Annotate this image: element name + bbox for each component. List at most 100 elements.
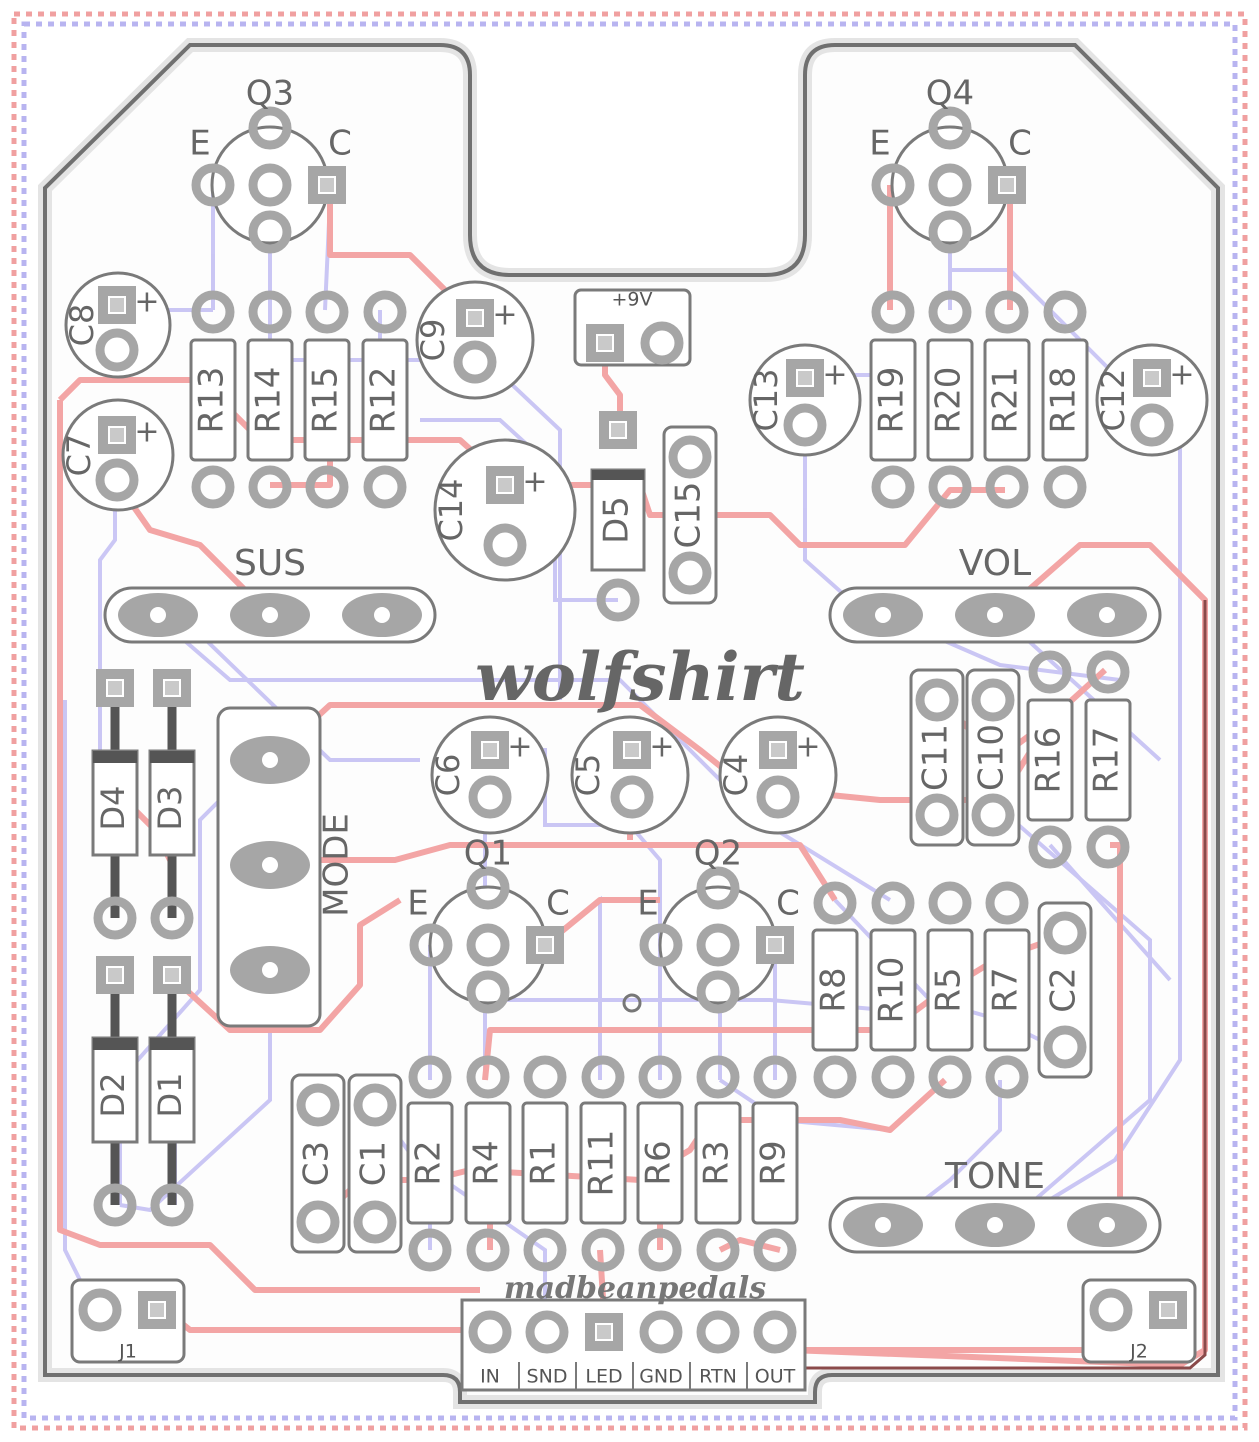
round-pad <box>985 881 1029 925</box>
polarity-mark: + <box>1169 358 1194 393</box>
round-pad <box>248 210 292 254</box>
collector-label: C <box>776 884 800 924</box>
resistor-body-r21 <box>983 338 1031 462</box>
capacitor-label-c12: C12 <box>1094 368 1132 431</box>
io-label-led: LED <box>585 1366 622 1388</box>
polarity-mark: + <box>134 415 159 450</box>
pad-hole-inner <box>538 938 552 952</box>
emitter-label: E <box>637 884 658 924</box>
resistor-body-r13 <box>189 338 237 462</box>
io-label-out: OUT <box>755 1366 796 1388</box>
pot-hole <box>374 607 390 623</box>
collector-label: C <box>1008 124 1032 164</box>
maker-logo: madbeanpedals <box>504 1271 766 1306</box>
brand-logo: wolfshirt <box>475 638 805 716</box>
round-pad <box>753 1310 797 1354</box>
round-pad <box>871 163 915 207</box>
resistor-body-r5 <box>926 928 974 1052</box>
round-pad <box>408 1228 452 1272</box>
pad-hole-inner <box>1145 371 1159 385</box>
round-pad <box>696 866 740 910</box>
switch-hole <box>262 752 278 768</box>
round-pad <box>296 1200 340 1244</box>
round-pad <box>985 1055 1029 1099</box>
mounting-dot <box>622 993 642 1013</box>
round-pad <box>928 106 972 150</box>
pad-hole-inner <box>110 298 124 312</box>
frame-inner <box>21 21 1238 1421</box>
emitter-label: E <box>189 124 210 164</box>
jack-label-j1: J1 <box>118 1341 137 1363</box>
pad-hole-inner <box>110 428 124 442</box>
polarity-mark: + <box>649 730 674 765</box>
round-pad <box>985 465 1029 509</box>
diode-band <box>592 470 644 480</box>
pot-hole <box>1099 1217 1115 1233</box>
diode-label-d4: D4 <box>94 786 132 831</box>
power-trace <box>800 600 1207 1370</box>
round-pad <box>696 970 740 1014</box>
round-pad <box>525 1310 569 1354</box>
capacitor-body-c6 <box>430 715 550 835</box>
capacitor-label-c6: C6 <box>429 754 467 797</box>
round-pad <box>696 1310 740 1354</box>
resistor-label-r9: R9 <box>754 1140 794 1185</box>
pot-hole <box>875 607 891 623</box>
round-pad <box>466 923 510 967</box>
capacitor-body-c14 <box>433 438 577 582</box>
round-pad <box>928 163 972 207</box>
io-label-snd: SND <box>527 1366 568 1388</box>
resistor-body-r17 <box>1084 698 1132 822</box>
jack-label-j2: J2 <box>1129 1341 1148 1363</box>
round-pad <box>93 896 137 940</box>
transistor-label-q1: Q1 <box>464 834 512 874</box>
pot-hole <box>987 1217 1003 1233</box>
pad-hole-inner <box>108 968 122 982</box>
round-pad <box>696 1228 740 1272</box>
emitter-label: E <box>869 124 890 164</box>
pad-hole-inner <box>498 478 512 492</box>
resistor-label-r4: R4 <box>467 1140 507 1185</box>
round-pad <box>813 881 857 925</box>
round-pad <box>466 970 510 1014</box>
round-pad <box>668 551 712 595</box>
diode-band <box>150 1038 194 1050</box>
round-pad <box>928 465 972 509</box>
round-pad <box>871 881 915 925</box>
capacitor-body-c8 <box>64 271 172 379</box>
resistor-body-r4 <box>464 1101 512 1225</box>
resistor-body-r18 <box>1041 338 1089 462</box>
round-pad <box>813 1055 857 1099</box>
power-label: +9V <box>611 289 652 311</box>
pad-hole-inner <box>771 743 785 757</box>
capacitor-label-c1: C1 <box>354 1141 394 1186</box>
resistor-label-r19: R19 <box>872 367 912 434</box>
round-pad <box>453 340 497 384</box>
round-pad <box>1028 825 1072 869</box>
pad-hole-inner <box>468 311 482 325</box>
round-pad <box>1043 290 1087 334</box>
round-pad <box>638 1228 682 1272</box>
round-pad <box>971 793 1015 837</box>
round-pad <box>191 290 235 334</box>
diode-body-d4 <box>91 749 139 857</box>
diode-band <box>93 1038 137 1050</box>
polarity-mark: + <box>507 730 532 765</box>
pad-hole-inner <box>598 336 612 350</box>
transistor-label-q2: Q2 <box>694 834 742 874</box>
capacitor-label-c2: C2 <box>1044 967 1084 1012</box>
round-pad <box>915 678 959 722</box>
resistor-body-r19 <box>869 338 917 462</box>
capacitor-label-c13: C13 <box>747 368 785 431</box>
round-pad <box>985 290 1029 334</box>
capacitor-body-c13 <box>748 343 862 457</box>
round-pad <box>150 896 194 940</box>
round-pad <box>296 1083 340 1127</box>
round-pad <box>640 321 684 365</box>
resistor-label-r10: R10 <box>872 957 912 1024</box>
round-pad <box>928 210 972 254</box>
round-pad <box>95 328 139 372</box>
pot-label-vol: VOL <box>959 543 1031 584</box>
